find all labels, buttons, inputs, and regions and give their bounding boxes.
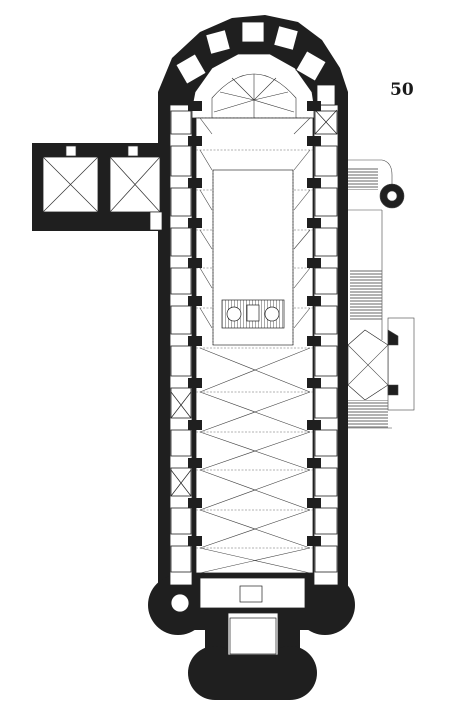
nave-diagonal-rib [199, 431, 311, 471]
apse-chapels [175, 21, 336, 106]
nave-diagonal-rib [199, 391, 311, 433]
nave-rib-stub [293, 189, 311, 211]
south-pier [307, 458, 321, 468]
nave-rib-stub [293, 149, 311, 171]
annex-vaults [42, 145, 161, 213]
north-aisle-bay [170, 545, 192, 573]
south-aisle-bay [314, 145, 338, 177]
north-pier [188, 178, 202, 188]
south-aisle-bay [314, 545, 338, 573]
nave-rib-stub [293, 117, 311, 135]
figure-number: 50 [390, 80, 414, 100]
north-pier [188, 498, 202, 508]
nave-rib-stub [199, 307, 213, 329]
north-aisle-bay [170, 305, 192, 335]
north-pier [188, 296, 202, 306]
north-pier [188, 218, 202, 228]
south-pier [307, 378, 321, 388]
south-aisle-bay [314, 267, 338, 295]
north-aisle-bay [170, 187, 192, 217]
south-aisle-bay [314, 227, 338, 257]
south-aisle-bay [314, 345, 338, 377]
north-aisle-bay [170, 387, 192, 419]
north-aisle-bay [170, 267, 192, 295]
north-pier [188, 336, 202, 346]
choir-enclosure [212, 169, 294, 346]
north-aisle-bay [170, 507, 192, 535]
nave-rib-stub [293, 229, 311, 250]
south-pier [307, 336, 321, 346]
north-pier [188, 458, 202, 468]
south-pier [307, 296, 321, 306]
north-pier [188, 420, 202, 430]
north-pier [188, 101, 202, 111]
north-pier [188, 258, 202, 268]
aisle-vault-rib [314, 109, 338, 135]
north-aisle-bay [170, 110, 192, 135]
north-aisle-bay [170, 429, 192, 457]
north-aisle-bay [170, 145, 192, 177]
south-aisle-bay [314, 187, 338, 217]
nave-diagonal-rib [199, 547, 311, 574]
south-aisle-bay [314, 467, 338, 497]
stair-left [170, 593, 190, 613]
apse-vault-ribs [211, 73, 297, 118]
piers [188, 101, 321, 546]
north-pier [188, 136, 202, 146]
south-pier [307, 136, 321, 146]
nave-rib-stub [199, 267, 213, 289]
south-pier [307, 178, 321, 188]
annex-entry [149, 211, 163, 231]
south-pier [307, 420, 321, 430]
aisle-vault-rib [170, 469, 192, 497]
north-aisle-bay [170, 345, 192, 377]
north-pier [188, 378, 202, 388]
nave-rib-stub [199, 189, 213, 211]
nave-rib-stub [199, 229, 213, 250]
south-aisle-bay [314, 305, 338, 335]
south-aisle-bay [314, 429, 338, 457]
south-aisle-bay [314, 507, 338, 535]
south-pier [307, 258, 321, 268]
nave-rib-stub [199, 149, 213, 171]
nave-rib-stub [199, 117, 213, 135]
nave-diagonal-rib [199, 509, 311, 549]
south-pier [307, 536, 321, 546]
south-pier [307, 218, 321, 228]
nave-diagonal-rib [199, 469, 311, 511]
aisle-vault-rib [170, 391, 192, 419]
north-pier [188, 536, 202, 546]
north-aisle-bay [170, 227, 192, 257]
porch-details [229, 585, 277, 655]
south-pier [307, 101, 321, 111]
south-annex [347, 159, 415, 429]
aisle-bays [170, 109, 338, 573]
nave-diagonal-rib [199, 347, 311, 393]
nave-rib-stub [293, 267, 311, 289]
south-aisle-bay [314, 387, 338, 419]
south-pier [307, 498, 321, 508]
nave-rib-stub [293, 307, 311, 329]
